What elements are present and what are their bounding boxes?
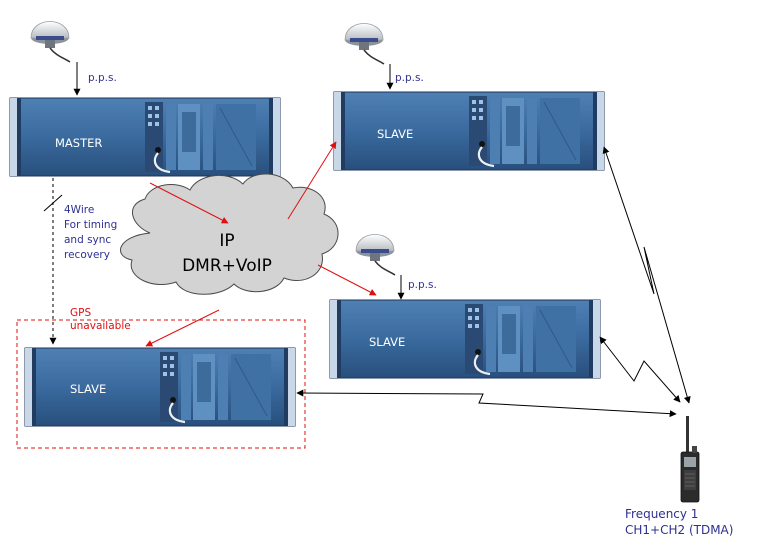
handheld-radio-icon xyxy=(680,416,700,503)
pps-label: p.p.s. xyxy=(408,279,437,291)
radio-link-middle xyxy=(599,336,681,403)
slave-label: SLAVE xyxy=(70,382,106,396)
pps-label: p.p.s. xyxy=(88,72,117,84)
slave-repeater-top: SLAVE xyxy=(332,90,606,172)
cloud-dmr-label: DMR+VoIP xyxy=(182,256,272,276)
master-repeater: MASTER xyxy=(8,96,282,178)
radio-link-bottom xyxy=(296,389,677,418)
gps-antenna-icon xyxy=(344,22,385,65)
gps-label: GPS xyxy=(70,307,91,319)
cloud-to-slave-bottom-link xyxy=(145,309,220,347)
channel-label: CH1+CH2 (TDMA) xyxy=(625,523,733,537)
slave-repeater-bottom: SLAVE xyxy=(23,346,297,428)
fourwire-label: For timing xyxy=(64,219,117,231)
radio-link-top xyxy=(602,146,691,404)
fourwire-label: and sync xyxy=(64,234,111,246)
master-label: MASTER xyxy=(55,136,102,150)
fourwire-label: 4Wire xyxy=(64,204,94,216)
gps-antenna-icon xyxy=(355,233,396,276)
cloud-to-slave-middle-link xyxy=(317,264,377,296)
ip-cloud-icon: IP DMR+VoIP xyxy=(120,173,339,295)
slave-label: SLAVE xyxy=(377,127,413,141)
gps-unavailable-box xyxy=(16,319,306,449)
fourwire-label: recovery xyxy=(64,249,110,261)
fourwire-slash xyxy=(43,194,63,212)
cloud-to-slave-top-link xyxy=(287,141,337,220)
pps-label: p.p.s. xyxy=(395,72,424,84)
master-to-cloud-link xyxy=(149,182,229,224)
frequency-label: Frequency 1 xyxy=(625,507,698,521)
slave-label: SLAVE xyxy=(369,335,405,349)
gps-antenna-icon xyxy=(30,20,71,63)
cloud-ip-label: IP xyxy=(219,231,234,251)
unavailable-label: unavailable xyxy=(70,320,131,332)
slave-repeater-middle: SLAVE xyxy=(328,298,602,380)
